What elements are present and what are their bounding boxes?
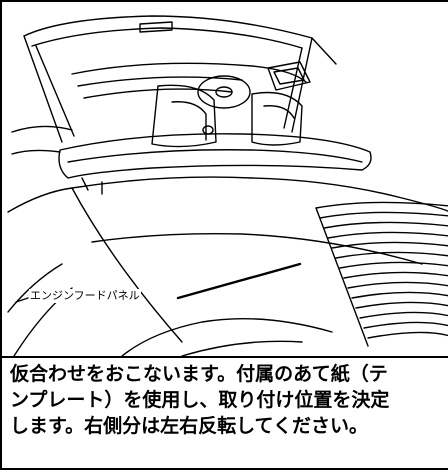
callout-label-engine-hood-panel: エンジンフードパネル [29,289,141,303]
rear-deck-cover [58,133,372,179]
steering-wheel [197,75,251,109]
convertible-car-line-drawing [7,15,448,356]
caption-line: します。右側分は左右反転してください。 [10,415,368,437]
windshield-frame [23,15,337,65]
seat-left [151,84,217,148]
engine-vent-louvers [315,201,448,347]
side-mirror [267,61,311,91]
instruction-caption: 仮合わせをおこないます。付属のあて紙（テ ンプレート）を使用し、取り付け位置を決… [2,356,448,468]
rear-view-mirror [139,21,173,33]
seat-right [251,91,303,146]
caption-line: ンプレート）を使用し、取り付け位置を決定 [10,389,390,411]
engine-hood-top-edge [7,176,448,213]
callout-leader-line [176,262,302,300]
car-illustration: エンジンフードパネル [2,2,448,356]
caption-line: 仮合わせをおこないます。付属のあて紙（テ [10,363,388,385]
